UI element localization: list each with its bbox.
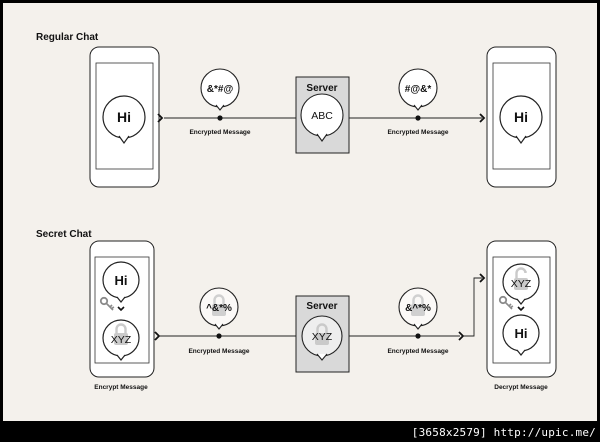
secret-cipher-bubble-right: &^*%: [398, 287, 438, 330]
secret-chat-title: Secret Chat: [36, 229, 92, 240]
secret-right-bottom-bubble: Hi: [502, 314, 540, 356]
svg-text:ABC: ABC: [311, 110, 333, 122]
regular-encrypted-label-right: Encrypted Message: [387, 129, 448, 136]
secret-cipher-bubble-left: ^&*%: [199, 287, 239, 330]
svg-text:&*#@: &*#@: [207, 84, 234, 95]
secret-elbow-connector: [464, 277, 482, 337]
regular-left-connector-dot: [217, 115, 223, 121]
secret-left-connector-dot: [216, 333, 222, 339]
regular-server-bubble: ABC: [300, 93, 344, 142]
regular-right-speech-bubble: Hi: [499, 95, 543, 145]
regular-left-speech-bubble: Hi: [102, 95, 146, 145]
regular-cipher-bubble-left: &*#@: [200, 68, 240, 111]
svg-text:^&*%: ^&*%: [206, 303, 232, 314]
secret-left-bottom-bubble: XYZ: [102, 319, 140, 361]
regular-chat-title: Regular Chat: [36, 32, 99, 43]
svg-text:#@&*: #@&*: [405, 84, 432, 95]
secret-encrypted-label-right: Encrypted Message: [387, 348, 448, 355]
secret-left-caption: Encrypt Message: [94, 384, 148, 391]
regular-encrypted-label-left: Encrypted Message: [189, 129, 250, 136]
svg-text:Hi: Hi: [117, 109, 131, 125]
svg-text:Hi: Hi: [514, 109, 528, 125]
secret-right-chevron-icon: [458, 331, 465, 341]
svg-text:XYZ: XYZ: [312, 331, 333, 343]
regular-server-title: Server: [306, 83, 337, 94]
regular-right-chevron-icon: [479, 113, 486, 123]
secret-left-top-bubble: Hi: [102, 261, 140, 303]
secret-encrypted-label-left: Encrypted Message: [188, 348, 249, 355]
svg-text:Hi: Hi: [115, 273, 128, 288]
secret-elbow-chevron-icon: [479, 273, 486, 283]
secret-right-connector-dot: [415, 333, 421, 339]
secret-left-down-chevron-icon: [117, 306, 125, 312]
secret-server-title: Server: [306, 301, 337, 312]
regular-cipher-bubble-right: #@&*: [398, 68, 438, 111]
secret-right-caption: Decrypt Message: [494, 384, 548, 391]
secret-server-bubble: XYZ: [301, 315, 343, 361]
secret-left-chevron-icon: [154, 331, 161, 341]
regular-left-chevron-icon: [157, 113, 164, 123]
svg-text:XYZ: XYZ: [511, 278, 532, 290]
secret-right-top-bubble: XYZ: [502, 263, 540, 305]
svg-text:&^*%: &^*%: [405, 303, 431, 314]
svg-text:Hi: Hi: [515, 326, 528, 341]
secret-right-down-chevron-icon: [517, 306, 525, 312]
watermark: [3658x2579] http://upic.me/: [411, 426, 596, 439]
regular-right-connector-dot: [415, 115, 421, 121]
svg-text:XYZ: XYZ: [111, 334, 132, 346]
